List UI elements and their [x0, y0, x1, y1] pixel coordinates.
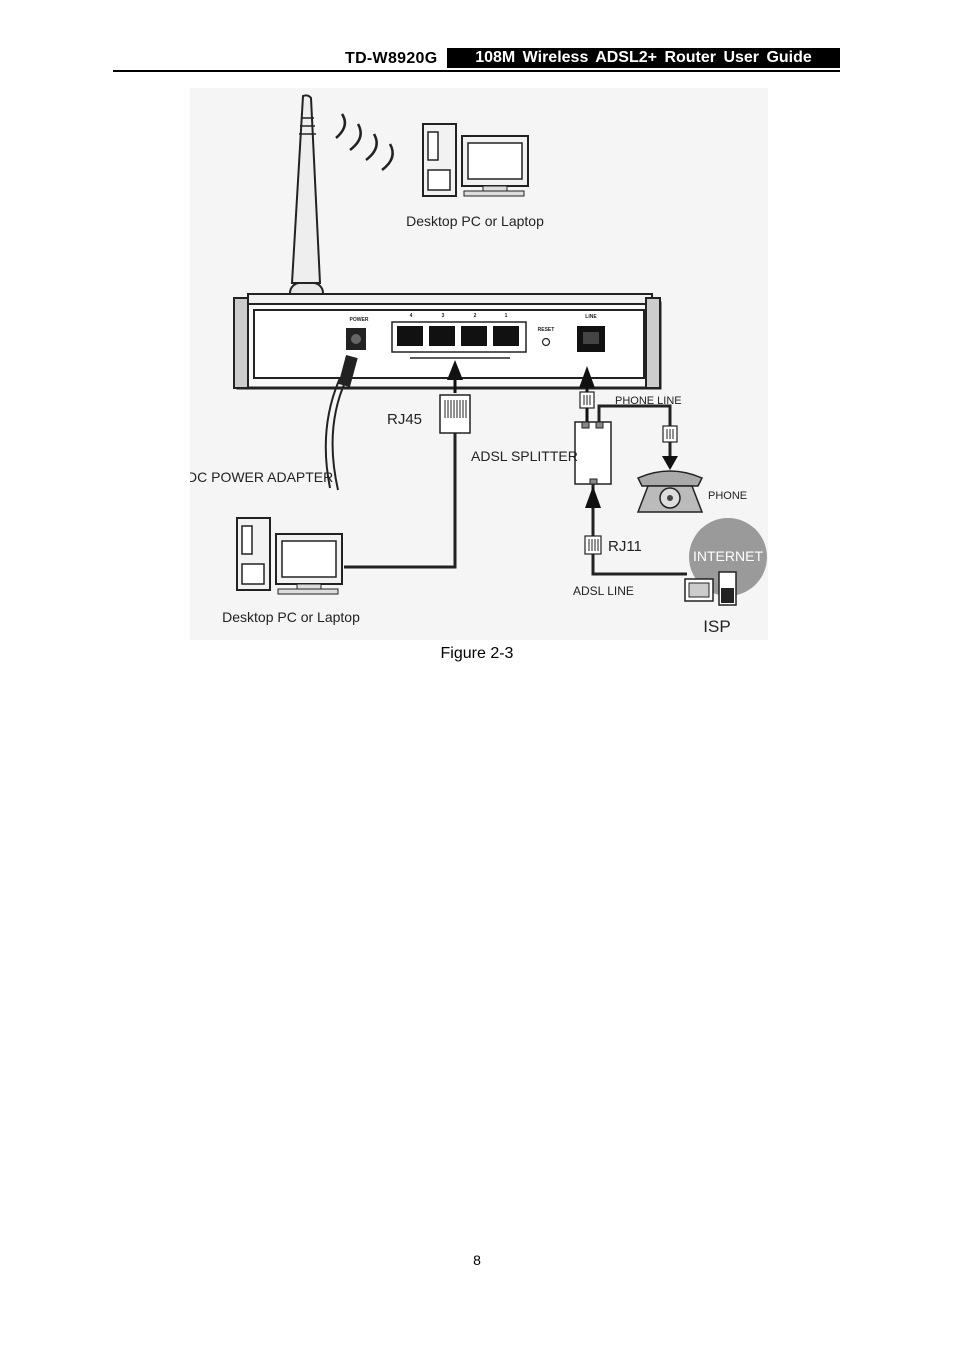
phone-line-label: PHONE LINE: [615, 395, 682, 407]
adsl-splitter-icon: [574, 421, 612, 485]
router-rear-panel: [233, 293, 662, 390]
internet-label: INTERNET: [693, 548, 763, 564]
lan-port-1-label: 1: [505, 313, 508, 319]
header-model: TD-W8920G: [345, 50, 438, 67]
rj11-label: RJ11: [608, 538, 642, 555]
desktop-pc-top-icon: [422, 123, 529, 197]
rj11-phone-connector-icon: [662, 425, 678, 443]
figure-caption: Figure 2-3: [440, 645, 514, 662]
page-header: TD-W8920G 108M Wireless ADSL2+ Router Us…: [113, 48, 840, 72]
dc-power-adapter-label: DC POWER ADAPTER: [190, 469, 333, 485]
lan-port-2-label: 2: [474, 313, 477, 319]
phone-label: PHONE: [708, 490, 747, 502]
desktop-pc-bottom-icon: [236, 517, 343, 595]
page-number: 8: [473, 1252, 481, 1268]
rj11-top-connector-icon: [579, 391, 595, 409]
lan-port-3-label: 3: [442, 313, 445, 319]
isp-label: ISP: [703, 617, 730, 636]
internet-cloud-icon: [689, 518, 767, 596]
reset-button-label: RESET: [538, 327, 555, 333]
lan-port-4-label: 4: [410, 313, 413, 319]
rj45-arrow-icon: [447, 360, 463, 380]
connection-diagram: Desktop PC or Laptop POWER 4: [190, 88, 768, 640]
rj45-label: RJ45: [387, 411, 422, 428]
line-arrow-icon: [579, 366, 595, 388]
dc-power-cable: [324, 354, 358, 491]
phone-icon: [636, 470, 704, 513]
rj11-bottom-connector-icon: [584, 535, 602, 555]
adsl-line-arrow-icon: [585, 486, 601, 508]
wireless-signal-icon: [335, 113, 394, 171]
header-title: 108M Wireless ADSL2+ Router User Guide: [447, 48, 840, 68]
phone-arrow-icon: [662, 456, 678, 470]
power-port-label: POWER: [350, 317, 369, 323]
desktop-top-label: Desktop PC or Laptop: [406, 213, 544, 229]
adsl-line-label: ADSL LINE: [573, 584, 634, 598]
line-port-label: LINE: [585, 314, 597, 320]
adsl-line-cable: [591, 484, 687, 576]
rj45-connector-icon: [439, 394, 471, 434]
desktop-bottom-label: Desktop PC or Laptop: [222, 609, 360, 625]
adsl-splitter-label: ADSL SPLITTER: [471, 448, 578, 464]
isp-server-icon: [684, 571, 737, 606]
ethernet-cable: [344, 433, 457, 569]
header-rule: [113, 70, 840, 72]
